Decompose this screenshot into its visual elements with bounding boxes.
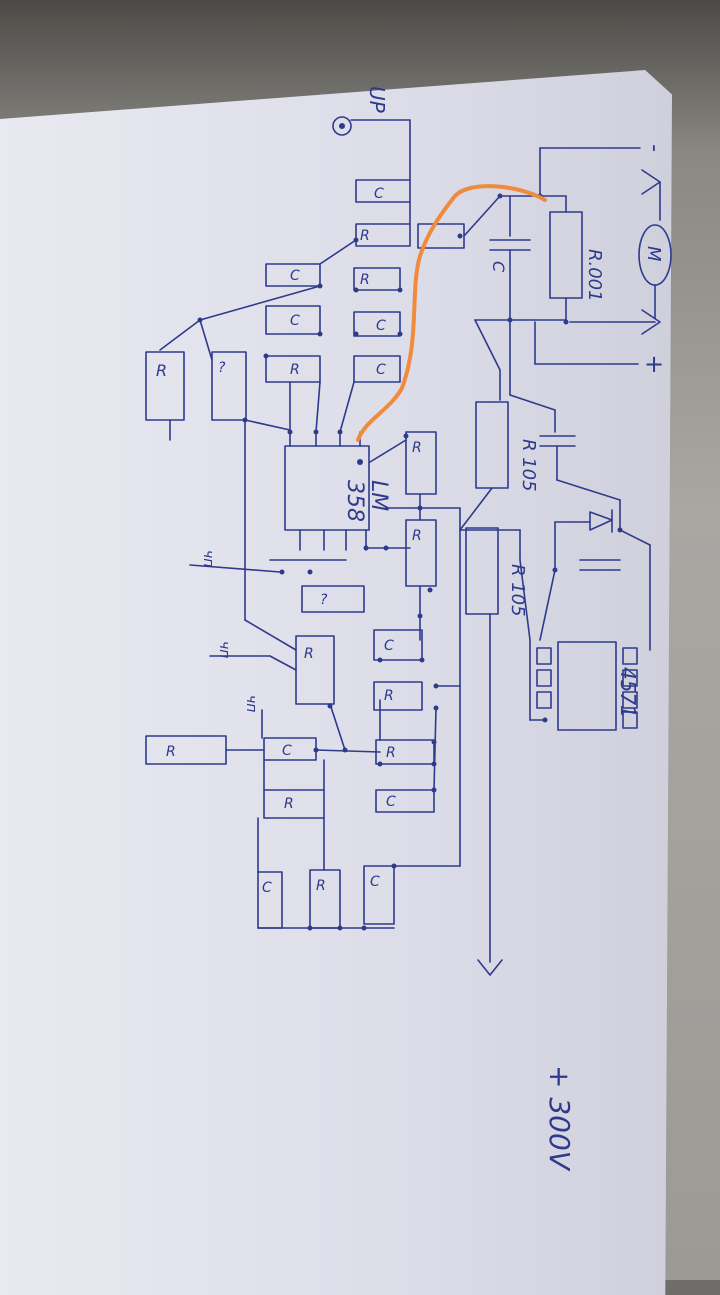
svg-text:R: R (290, 362, 300, 378)
lower-right-stack: R C (375, 699, 437, 813)
svg-text:R: R (360, 228, 370, 244)
output-capacitor: C (474, 193, 567, 401)
svg-text:C: C (376, 318, 386, 334)
svg-text:R: R (360, 272, 370, 288)
mid-section: ? чп R чп C R (189, 507, 461, 751)
svg-text:C: C (386, 794, 396, 810)
svg-text:C: C (262, 880, 272, 896)
bootstrap-diode (539, 499, 651, 651)
cap-top-label: C (489, 261, 508, 273)
ic-main-label-2: 358 (342, 480, 367, 522)
svg-text:C: C (282, 743, 292, 759)
svg-text:?: ? (320, 592, 328, 608)
left-resistor: R ? (145, 319, 248, 441)
paper-sheet (0, 70, 672, 1295)
svg-text:C: C (374, 186, 384, 202)
input-section: UP C R C C R R C C (159, 86, 501, 383)
highlight-trace (356, 184, 547, 442)
lower-left-section: R C чп R (145, 695, 381, 819)
shunt-resistor (549, 211, 583, 299)
bottom-row: C R C (257, 685, 461, 931)
svg-text:C: C (370, 874, 380, 890)
ch-label-2: чп (216, 641, 232, 658)
plus-label: + (644, 350, 664, 378)
r105-supply: R 105 + 300V (459, 527, 576, 1172)
opamp-lm358: LM 358 (244, 381, 411, 621)
shunt-label: R.001 (584, 249, 605, 302)
svg-text:C: C (384, 638, 394, 654)
svg-text:R: R (412, 528, 422, 544)
svg-text:R: R (156, 361, 167, 380)
svg-text:R: R (304, 646, 314, 662)
motor-branch: M - + R.001 (534, 144, 672, 378)
svg-text:R: R (166, 744, 176, 760)
svg-text:C: C (376, 362, 386, 378)
svg-text:R: R (316, 878, 326, 894)
feedback-network: R R (369, 431, 461, 641)
svg-text:R: R (386, 745, 396, 761)
minus-label: - (642, 144, 667, 152)
svg-text:R: R (384, 688, 394, 704)
ch-label-1: чп (200, 550, 216, 567)
r105-top-label: R 105 (518, 439, 539, 492)
svg-text:?: ? (218, 360, 226, 376)
svg-text:C: C (290, 268, 300, 284)
svg-text:R: R (412, 440, 422, 456)
r105-top: R 105 (459, 401, 539, 531)
driver-ic-4571: 4571 (529, 639, 640, 731)
supply-label: + 300V (543, 1065, 576, 1172)
coupling-capacitor (509, 319, 621, 501)
r105-bottom-label: R 105 (507, 564, 528, 617)
ic-main-label-1: LM (366, 480, 391, 511)
svg-text:R: R (284, 796, 294, 812)
up-label: UP (365, 86, 389, 114)
ch-label-3: чп (243, 695, 259, 712)
motor-label: M (643, 246, 664, 262)
svg-text:C: C (290, 313, 300, 329)
